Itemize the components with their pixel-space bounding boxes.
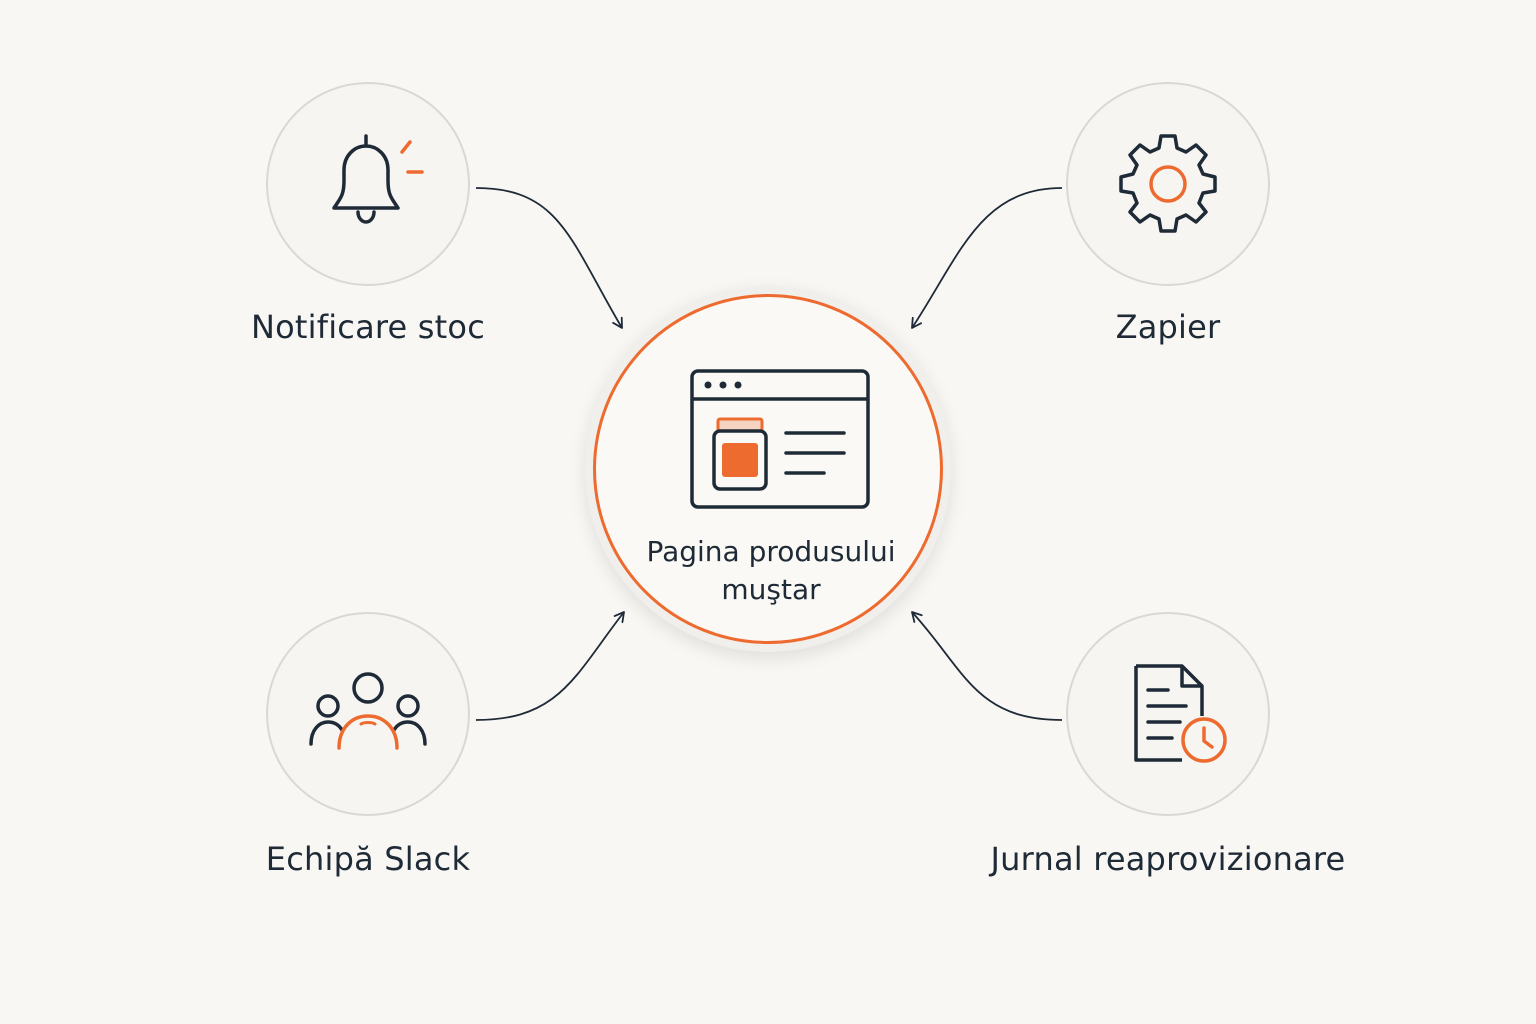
node-label-restock-log: Jurnal reaprovizionare — [990, 840, 1346, 878]
hub-product-page: Pagina produsului muştar — [585, 286, 951, 652]
node-slack-team — [266, 612, 470, 816]
product-page-jar-icon — [690, 369, 870, 509]
document-clock-icon — [1134, 664, 1227, 763]
node-label-zapier: Zapier — [1115, 308, 1221, 346]
team-icon — [309, 672, 427, 750]
connector-stock-notification — [475, 187, 623, 329]
connector-zapier — [911, 187, 1063, 329]
node-zapier — [1066, 82, 1270, 286]
node-stock-notification — [266, 82, 470, 286]
hub-label-line1: Pagina produsului — [646, 535, 896, 568]
connector-restock-log — [911, 611, 1063, 721]
hub-label: Pagina produsului muştar — [596, 533, 946, 609]
node-restock-log — [1066, 612, 1270, 816]
bell-icon — [332, 134, 424, 224]
node-label-slack-team: Echipă Slack — [265, 840, 471, 878]
hub-ring: Pagina produsului muştar — [593, 294, 943, 644]
gear-icon — [1119, 134, 1217, 233]
node-label-stock-notification: Notificare stoc — [250, 308, 485, 346]
connector-slack-team — [475, 611, 625, 721]
hub-label-line2: muştar — [721, 573, 821, 606]
